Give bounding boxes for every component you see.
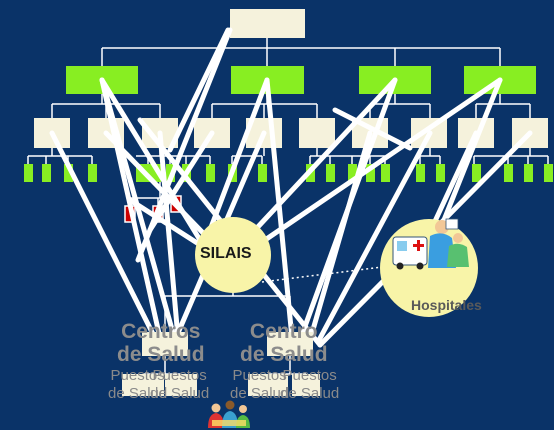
puestos-de-salud-label-2: Puestos de Salud	[150, 367, 209, 403]
puestos-3-line-1: Puestos	[232, 367, 287, 384]
puestos-3-line-2: de Salud	[230, 385, 290, 402]
centros-de-salud-label-1: Centros de Salud	[117, 320, 205, 366]
ambulance-and-nurse-icon	[392, 218, 469, 270]
puestos-de-salud-label-3: Puestos de Salud	[230, 367, 289, 403]
centros-line-2: de Salud	[117, 343, 205, 366]
centro-line-2: de Salud	[240, 343, 328, 366]
puestos-4-line-1: Puestos	[282, 367, 337, 384]
puestos-2-line-2: de Salud	[150, 385, 210, 402]
centro-salud-box-2	[267, 332, 313, 356]
puestos-2-line-1: Puestos	[152, 367, 207, 384]
centro-line-1: Centro	[249, 320, 318, 343]
silais-hospital-dotted-link	[261, 265, 391, 283]
hospitales-label: Hospitales	[411, 297, 482, 313]
centros-line-1: Centros	[121, 320, 201, 343]
top-box	[230, 9, 305, 38]
centro-de-salud-label-2: Centro de Salud	[240, 320, 328, 366]
puestos-de-salud-label-1: Puestos de Salud	[108, 367, 167, 403]
silais-label: SILAIS	[200, 245, 252, 262]
puestos-1-line-2: de Salud	[108, 385, 168, 402]
silais-node	[195, 217, 271, 293]
puestos-4-line-2: de Salud	[280, 385, 340, 402]
unit-green-boxes	[24, 164, 553, 182]
regional-green-boxes	[66, 66, 536, 94]
puestos-1-line-1: Puestos	[110, 367, 165, 384]
community-people-icon	[208, 400, 250, 428]
puestos-de-salud-label-4: Puestos de Salud	[280, 367, 339, 403]
centro-salud-box-1	[142, 332, 188, 356]
puestos-salud-boxes	[122, 374, 320, 396]
